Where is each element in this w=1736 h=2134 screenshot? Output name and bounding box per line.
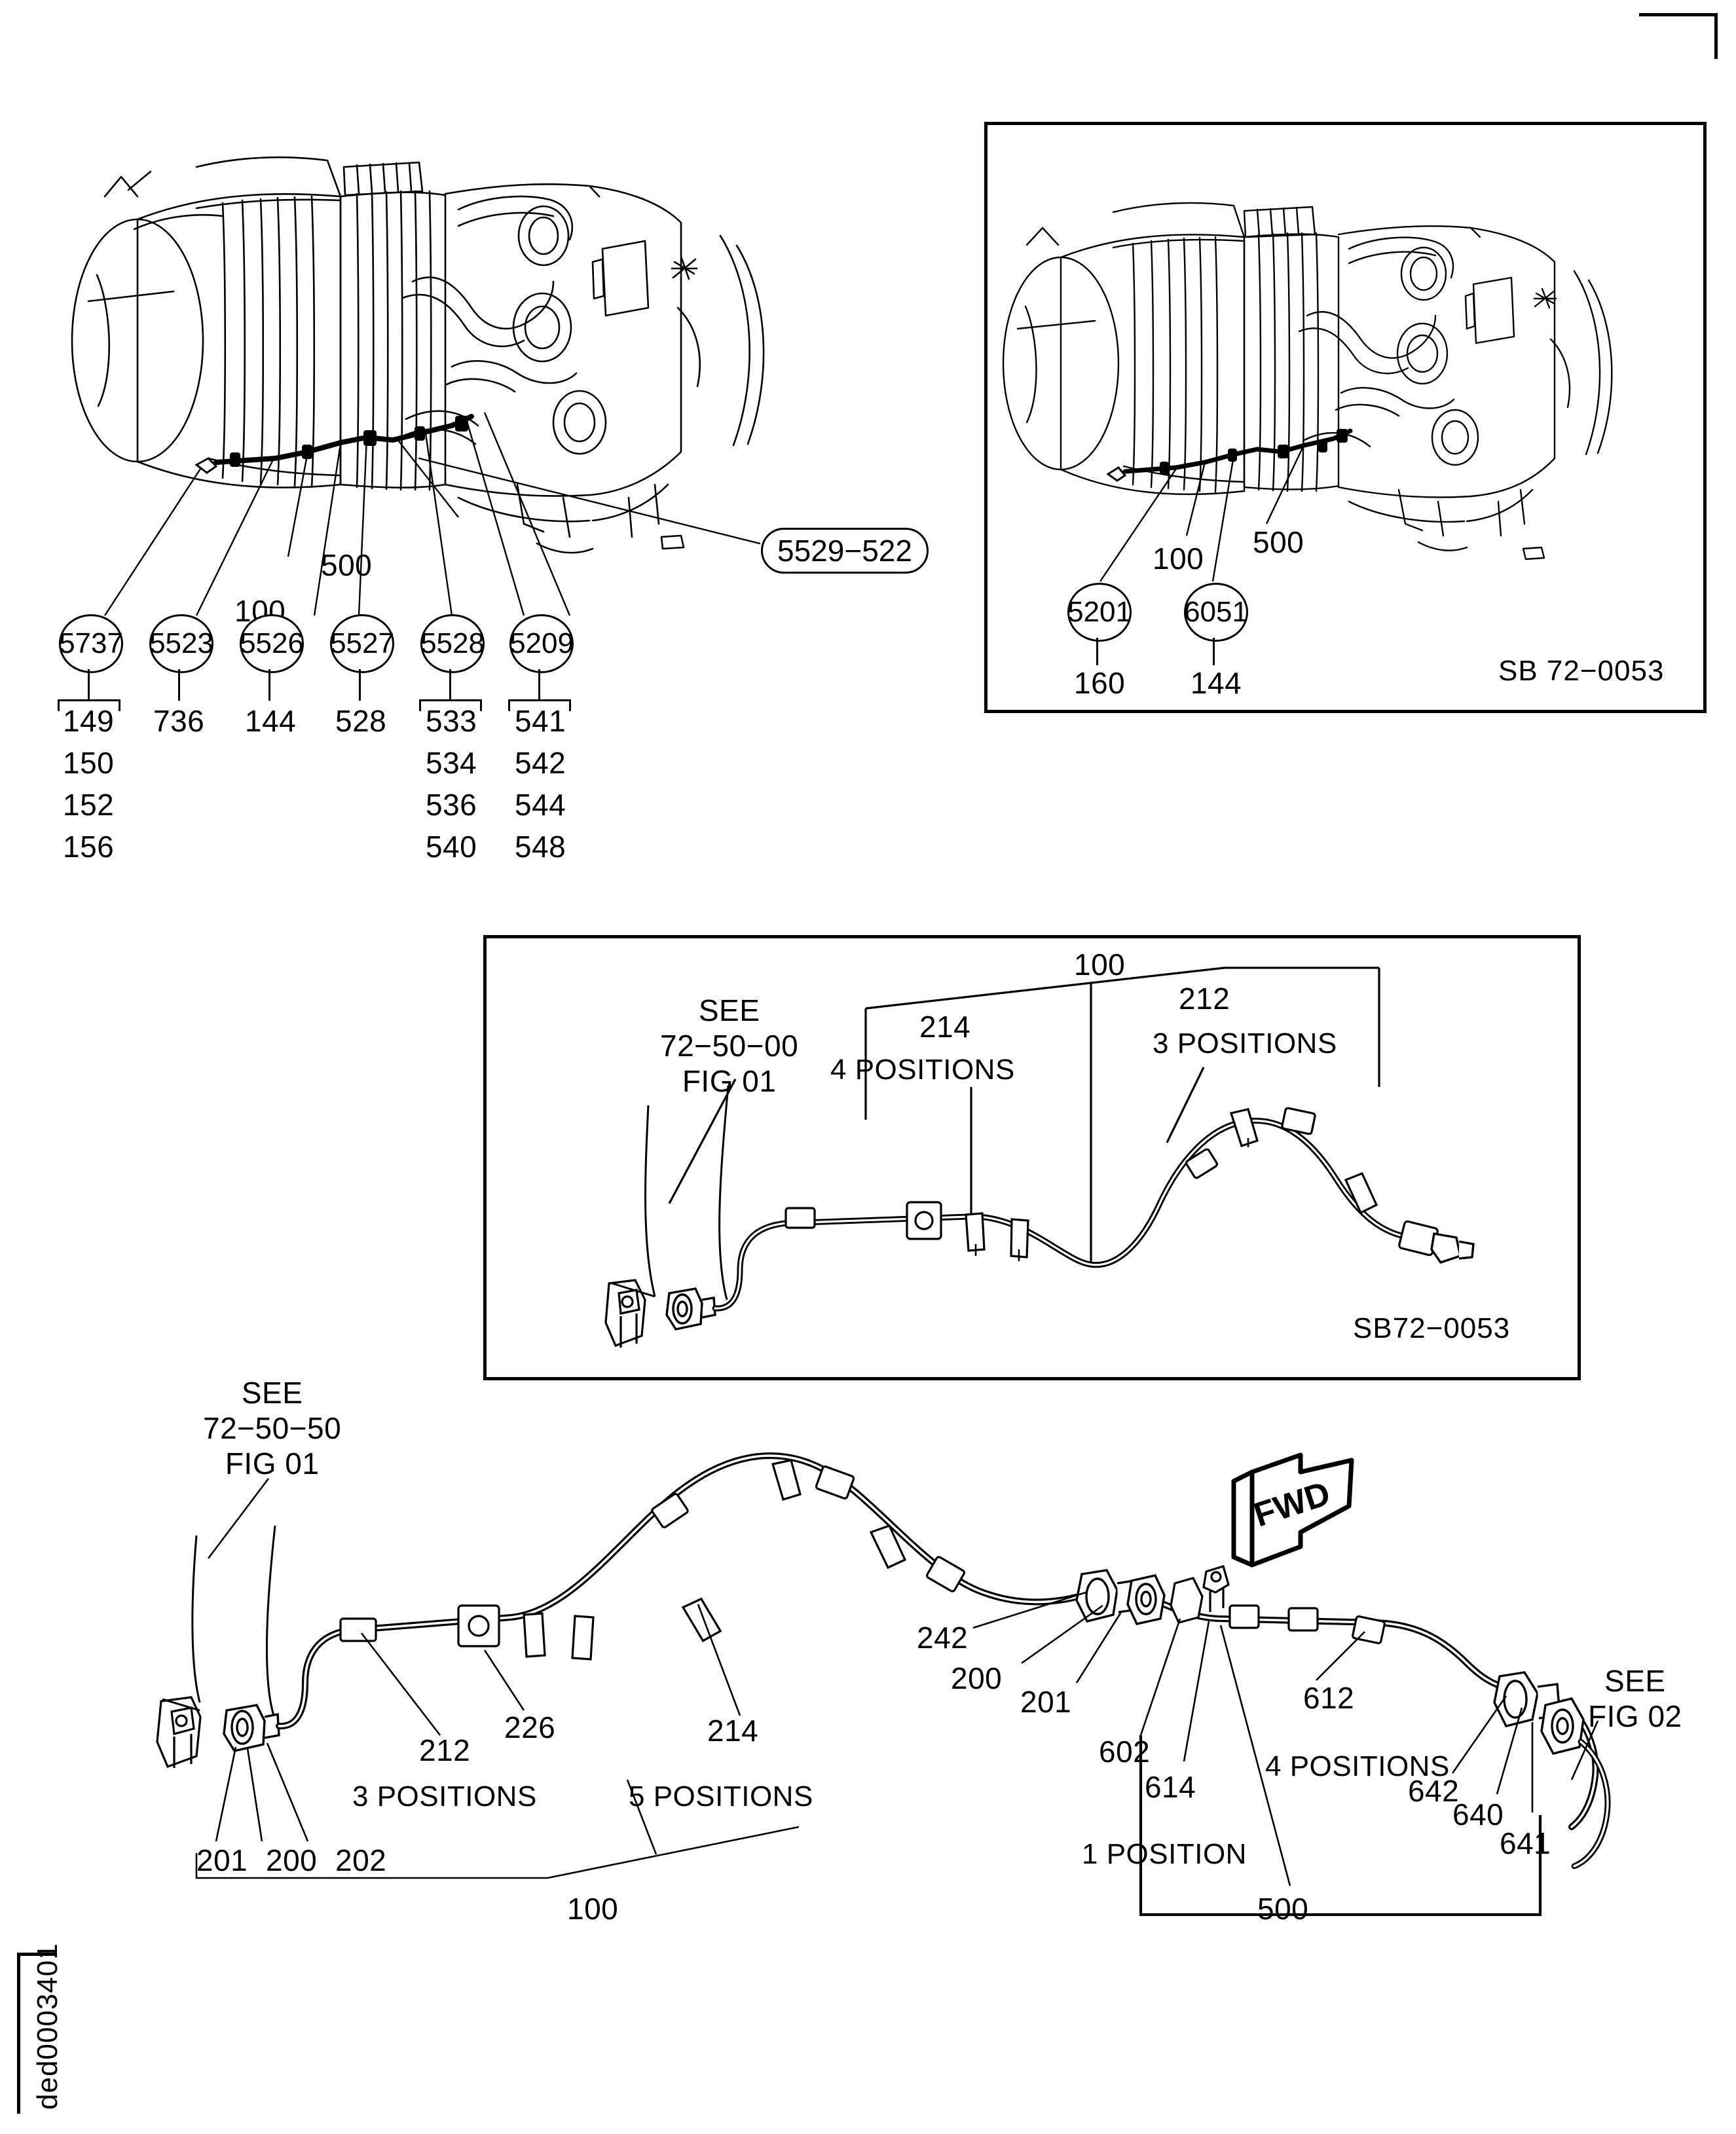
label-100-top-right: 100 — [1153, 542, 1204, 576]
item-160: 160 — [1074, 666, 1126, 700]
label-226: 226 — [504, 1710, 556, 1744]
callout-oval-5529-522[interactable]: 5529−522 — [761, 528, 929, 574]
label-100-bottom: 100 — [567, 1892, 619, 1926]
label-500-top-left: 500 — [321, 548, 373, 582]
callout-circle-5528[interactable]: 5528 — [420, 614, 485, 673]
label-201-mid: 201 — [1020, 1685, 1072, 1719]
callout-stem — [1096, 638, 1098, 665]
item-149: 149 — [63, 704, 115, 738]
callout-circle-5526[interactable]: 5526 — [240, 614, 304, 673]
callout-circle-5737[interactable]: 5737 — [59, 614, 123, 673]
see-ref-line2: 72−50−00 — [660, 1029, 799, 1063]
item-544: 544 — [515, 788, 566, 822]
item-540: 540 — [426, 830, 477, 864]
see-ref-line2: 72−50−50 — [203, 1411, 342, 1445]
callout-label: 5737 — [59, 627, 123, 659]
label-214-positions-bottom: 5 POSITIONS — [629, 1780, 813, 1812]
label-641: 641 — [1500, 1826, 1551, 1860]
sb-label-middle: SB72−0053 — [1353, 1312, 1511, 1344]
label-201-left: 201 — [196, 1843, 248, 1877]
callout-circle-5201[interactable]: 5201 — [1067, 583, 1132, 642]
item-144: 144 — [245, 704, 297, 738]
figure-id: ded0003401 — [31, 1943, 64, 2110]
see-ref-bottom-right: SEE FIG 02 — [1588, 1663, 1682, 1734]
bracket-5737 — [58, 699, 120, 711]
item-152: 152 — [63, 788, 115, 822]
see-ref-middle: SEE 72−50−00 FIG 01 — [660, 993, 798, 1099]
item-542: 542 — [515, 746, 566, 780]
label-614: 614 — [1145, 1770, 1196, 1804]
sb-label-top-right: SB 72−0053 — [1498, 655, 1665, 687]
callout-circle-5527[interactable]: 5527 — [330, 614, 394, 673]
label-214-middle: 214 — [919, 1010, 971, 1044]
item-150: 150 — [63, 746, 115, 780]
item-548: 548 — [515, 830, 566, 864]
label-200-left: 200 — [266, 1843, 318, 1877]
svg-text:FWD: FWD — [1249, 1475, 1335, 1535]
label-500-bottom: 500 — [1257, 1892, 1309, 1926]
callout-stem — [538, 669, 540, 701]
figure-id-corner-mark — [17, 1953, 55, 2114]
item-144-right: 144 — [1191, 666, 1242, 700]
callout-label: 6051 — [1184, 596, 1248, 628]
label-212-positions-bottom: 3 POSITIONS — [352, 1780, 537, 1812]
label-602: 602 — [1099, 1735, 1151, 1769]
callout-label: 5209 — [509, 627, 574, 659]
see-ref-line1: SEE — [241, 1376, 303, 1410]
callout-circle-5209[interactable]: 5209 — [509, 614, 574, 673]
item-534: 534 — [426, 746, 477, 780]
label-214-bottom: 214 — [707, 1714, 759, 1748]
bracket-5528 — [419, 699, 482, 711]
label-242: 242 — [917, 1621, 969, 1655]
callout-label: 5523 — [149, 627, 213, 659]
label-100-middle: 100 — [1074, 947, 1126, 982]
callout-stem — [268, 669, 270, 701]
callout-stem — [88, 669, 90, 701]
callout-label: 5526 — [240, 627, 304, 659]
item-156: 156 — [63, 830, 115, 864]
label-612-positions: 4 POSITIONS — [1265, 1750, 1450, 1782]
item-533: 533 — [426, 704, 477, 738]
item-536: 536 — [426, 788, 477, 822]
callout-label: 5528 — [420, 627, 485, 659]
callout-label: 5527 — [330, 627, 394, 659]
label-500-top-right: 500 — [1253, 525, 1304, 559]
callout-stem — [178, 669, 180, 701]
label-212-middle: 212 — [1179, 982, 1230, 1016]
see-ref-line3: FIG 01 — [225, 1446, 320, 1481]
label-642: 642 — [1408, 1774, 1460, 1808]
see-ref-line3: FIG 01 — [682, 1064, 777, 1098]
callout-stem — [449, 669, 451, 701]
see-ref-line2: FIG 02 — [1588, 1699, 1682, 1733]
label-614-positions: 1 POSITION — [1082, 1838, 1247, 1870]
item-528: 528 — [335, 704, 387, 738]
see-ref-bottom-left: SEE 72−50−50 FIG 01 — [203, 1375, 341, 1481]
callout-circle-5523[interactable]: 5523 — [149, 614, 213, 673]
label-212-bottom: 212 — [419, 1733, 471, 1767]
bracket-5209 — [508, 699, 571, 711]
label-212-positions-middle: 3 POSITIONS — [1153, 1027, 1337, 1059]
callout-circle-6051[interactable]: 6051 — [1184, 583, 1248, 642]
item-736: 736 — [153, 704, 205, 738]
callout-stem — [359, 669, 361, 701]
label-640: 640 — [1452, 1797, 1504, 1831]
registration-corner-mark — [1639, 13, 1718, 59]
label-200-mid: 200 — [951, 1661, 1003, 1695]
label-202-left: 202 — [335, 1843, 387, 1877]
label-214-positions-middle: 4 POSITIONS — [830, 1054, 1015, 1086]
callout-oval-label: 5529−522 — [777, 534, 912, 568]
callout-label: 5201 — [1067, 596, 1132, 628]
see-ref-line1: SEE — [1604, 1664, 1666, 1698]
label-612: 612 — [1303, 1681, 1355, 1715]
see-ref-line1: SEE — [698, 993, 760, 1027]
callout-stem — [1213, 638, 1215, 665]
item-541: 541 — [515, 704, 566, 738]
